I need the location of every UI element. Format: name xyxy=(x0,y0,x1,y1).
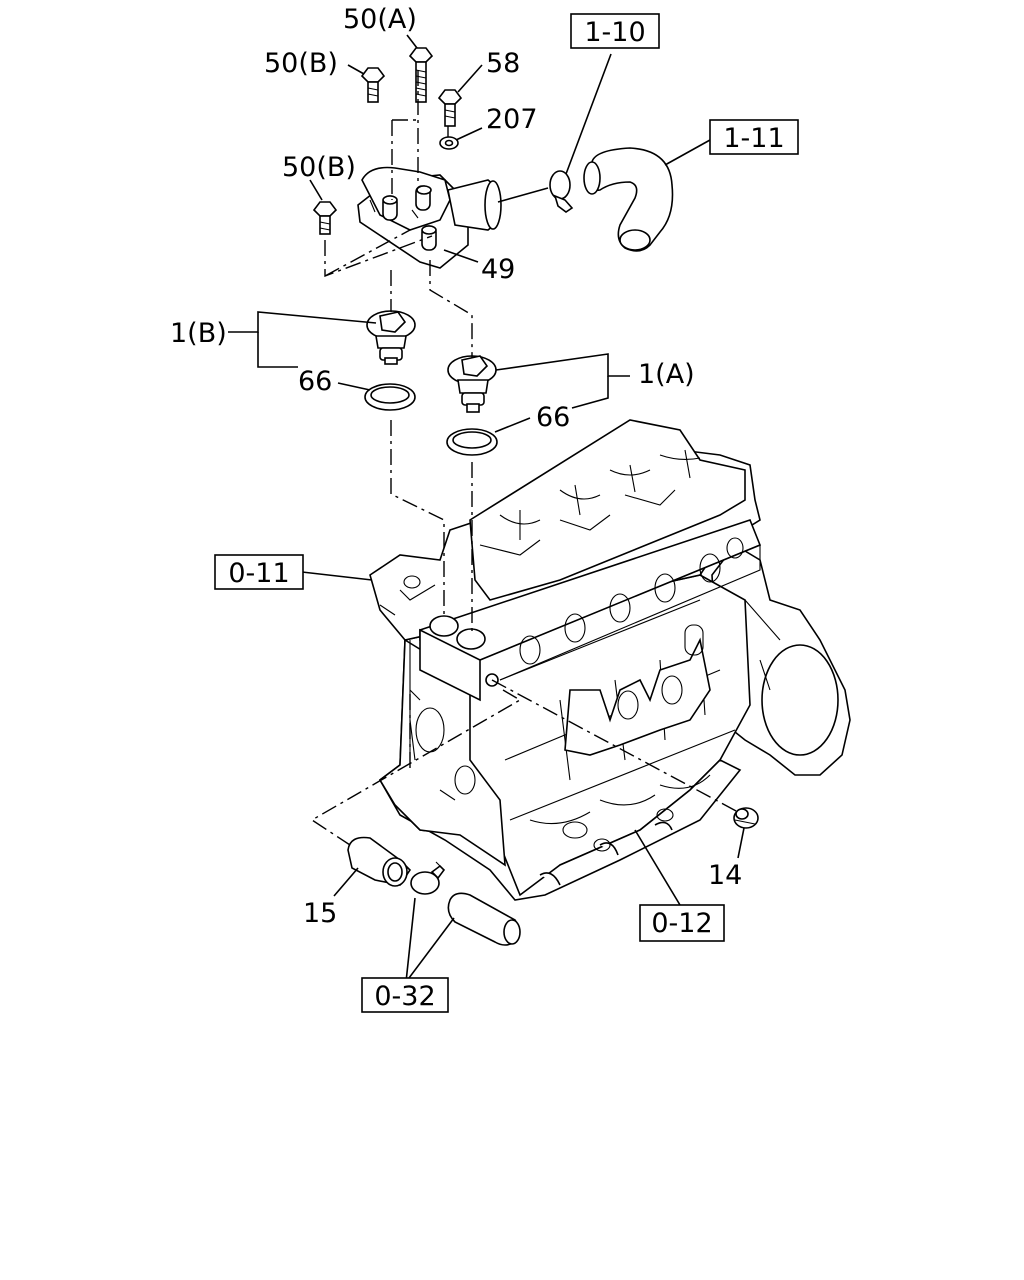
bolt-50a-icon xyxy=(408,47,434,103)
gasket-66-right-icon xyxy=(446,428,498,456)
ref-box-1-11[interactable]: 1-11 xyxy=(709,119,799,155)
washer-207-icon xyxy=(439,136,459,150)
ref-box-0-32[interactable]: 0-32 xyxy=(361,977,449,1013)
label-50a: 50(A) xyxy=(343,4,417,35)
radiator-hose-icon xyxy=(583,147,674,252)
ref-box-0-11[interactable]: 0-11 xyxy=(214,554,304,590)
ref-box-1-10[interactable]: 1-10 xyxy=(570,13,660,49)
label-50b-top: 50(B) xyxy=(264,48,338,79)
label-207: 207 xyxy=(486,104,538,135)
label-49: 49 xyxy=(481,254,515,285)
bypass-hose-icon xyxy=(447,892,521,946)
ref-0-11-label: 0-11 xyxy=(228,558,289,589)
bolt-58-icon xyxy=(437,89,463,127)
label-58: 58 xyxy=(486,48,520,79)
assembly-lines xyxy=(310,70,739,846)
ref-0-32-label: 0-32 xyxy=(374,981,435,1012)
engine-block xyxy=(369,419,851,901)
hose-clamp-icon xyxy=(549,170,574,213)
label-14: 14 xyxy=(708,860,742,891)
ref-1-11-label: 1-11 xyxy=(723,123,784,154)
ref-1-10-label: 1-10 xyxy=(584,17,645,48)
leader-lines xyxy=(228,34,745,983)
plug-14-icon xyxy=(733,807,759,829)
gasket-66-left-icon xyxy=(364,383,416,411)
hose-clamp-0-32-icon xyxy=(410,861,446,895)
ref-0-12-label: 0-12 xyxy=(651,908,712,939)
label-66-left: 66 xyxy=(298,366,332,397)
ref-box-0-12[interactable]: 0-12 xyxy=(639,904,725,942)
callout-labels: 50(A) 50(B) 58 207 50(B) 49 1(B) 66 1(A)… xyxy=(170,4,742,929)
thermostat-housing xyxy=(357,166,502,269)
label-1a: 1(A) xyxy=(638,359,695,390)
thermostat-1b-icon xyxy=(366,310,416,365)
bolt-50b-top-icon xyxy=(360,67,386,103)
water-pipe-15-icon xyxy=(347,836,412,887)
bolt-50b-left-icon xyxy=(312,201,338,235)
label-1b: 1(B) xyxy=(170,318,227,349)
label-66-right: 66 xyxy=(536,402,570,433)
label-15: 15 xyxy=(303,898,337,929)
label-50b-left: 50(B) xyxy=(282,152,356,183)
thermostat-1a-icon xyxy=(447,355,497,413)
